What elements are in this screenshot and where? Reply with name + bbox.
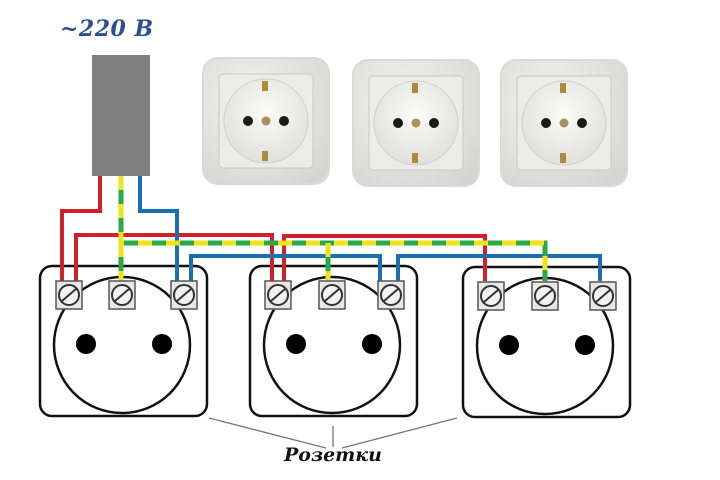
voltage-label: ~220 В bbox=[60, 16, 154, 42]
terminals bbox=[55, 280, 617, 311]
socket-photo-2 bbox=[351, 58, 481, 188]
socket-photo-3 bbox=[499, 58, 629, 188]
socket-2 bbox=[248, 264, 419, 418]
sockets-caption: Розетки bbox=[284, 444, 382, 466]
caption-leaders bbox=[208, 417, 458, 449]
neutral-wire bbox=[138, 176, 602, 281]
junction-box bbox=[92, 55, 150, 176]
socket-photo-1 bbox=[201, 56, 331, 186]
ground-wire bbox=[118, 176, 548, 281]
